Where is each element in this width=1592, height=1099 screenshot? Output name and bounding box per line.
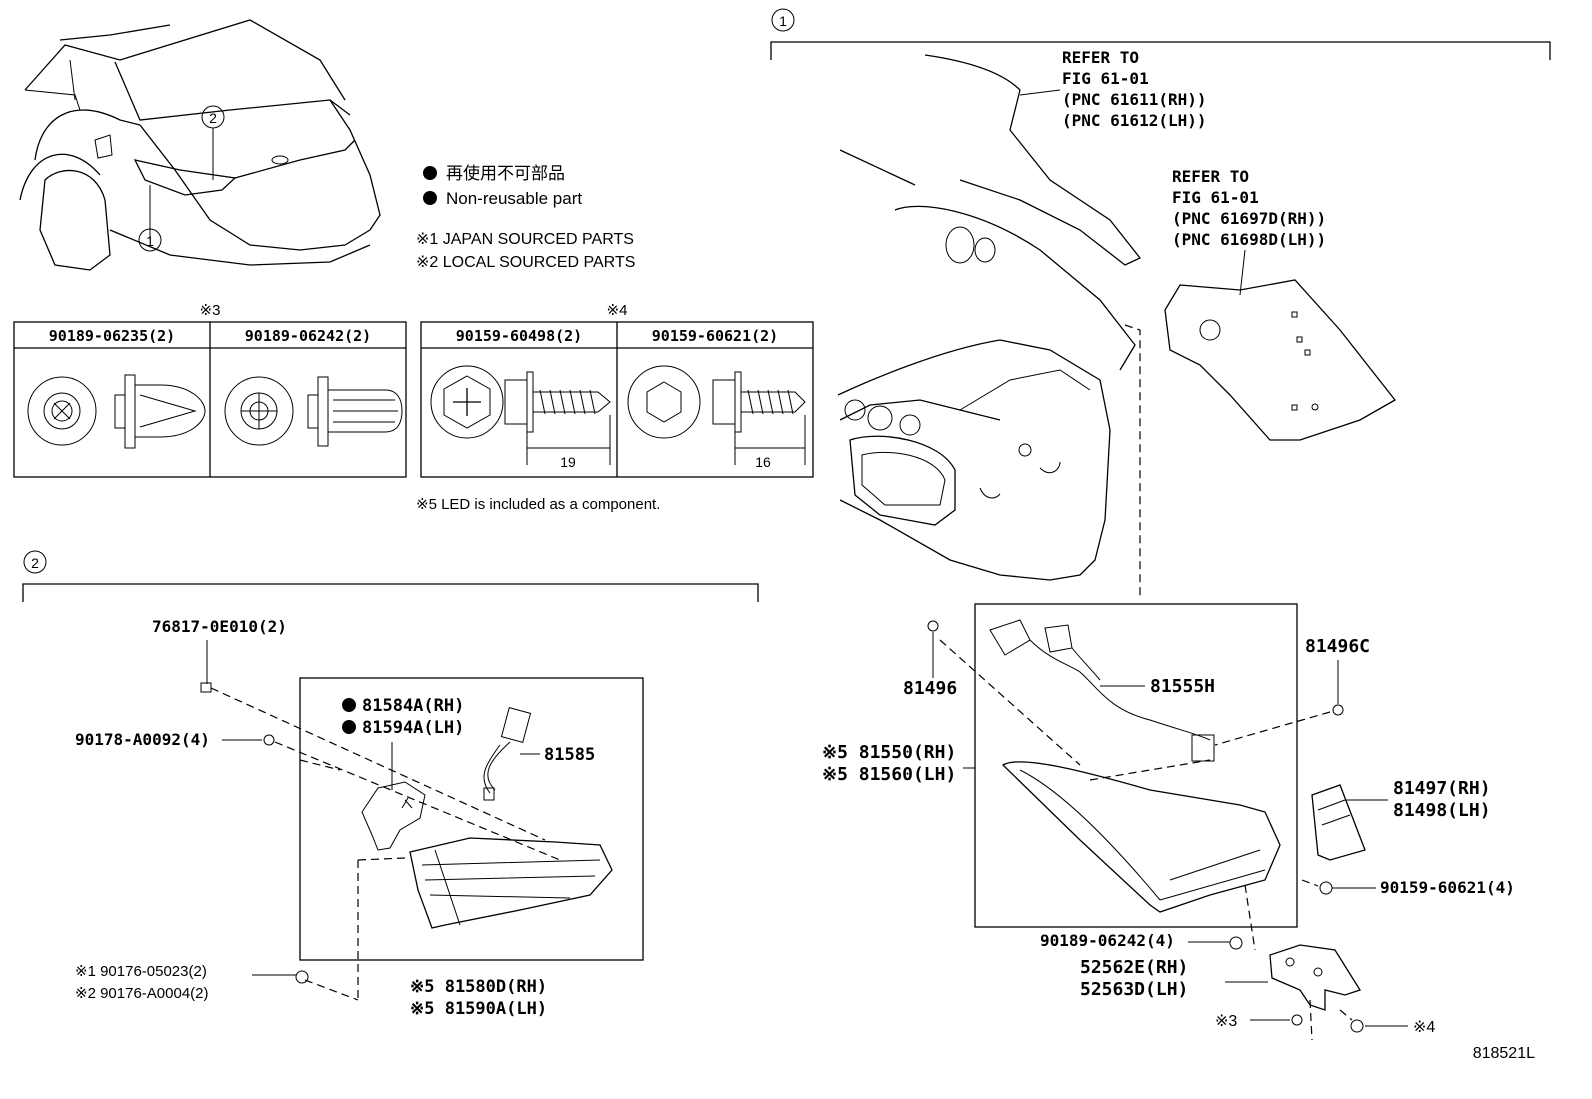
- label-81560: ※5 81560(LH): [822, 764, 956, 785]
- fastener-table-3: ※3 90189-06235(2) 90189-06242(2): [13, 302, 407, 478]
- socket-icon: [361, 781, 426, 851]
- label-81550: ※5 81550(RH): [822, 742, 956, 763]
- bullet-icon: [423, 191, 437, 205]
- label-90178: 90178-A0092(4): [75, 730, 210, 749]
- label-90176-05023: ※1 90176-05023(2): [75, 963, 207, 980]
- car-rear-view: [19, 19, 381, 271]
- label-52562e: 52562E(RH): [1080, 957, 1188, 978]
- quarter-panel: [924, 54, 1142, 266]
- screw-a-part: 90159-60498(2): [456, 327, 582, 345]
- bracket-icon: [1311, 784, 1366, 861]
- ref2-line1: REFER TO: [1172, 167, 1249, 186]
- ref1-line4: (PNC 61612(LH)): [1062, 111, 1207, 130]
- figure-id: 818521L: [1473, 1045, 1535, 1062]
- ref1-line3: (PNC 61611(RH)): [1062, 90, 1207, 109]
- retainer-icon: [1269, 944, 1361, 1011]
- group3-mark: ※3: [200, 302, 221, 319]
- section-2-callout: 2: [31, 555, 39, 571]
- note-1: ※1 JAPAN SOURCED PARTS: [416, 231, 634, 248]
- note-2: ※2 LOCAL SOURCED PARTS: [416, 254, 635, 271]
- non-reusable-bullet: [342, 720, 356, 734]
- bulb-socket-icon: [989, 619, 1031, 656]
- legend-ja: 再使用不可部品: [446, 163, 565, 183]
- ref2-line2: FIG 61-01: [1172, 188, 1259, 207]
- callout-1-car: 1: [146, 233, 154, 249]
- ref2-line4: (PNC 61698D(LH)): [1172, 230, 1326, 249]
- section-2: 2 76817-0E010(2) 90178-A0092(4) 81584A(R…: [22, 550, 759, 1019]
- section-1: 1 REFER TO FIG 61-01 (PNC 61611(RH)) (PN…: [770, 8, 1551, 1041]
- callout-2-car: 2: [209, 110, 217, 126]
- label-90189: 90189-06242(4): [1040, 931, 1175, 950]
- label-90159: 90159-60621(4): [1380, 878, 1515, 897]
- label-76817: 76817-0E010(2): [152, 617, 287, 636]
- label-81496c: 81496C: [1305, 636, 1370, 657]
- clip-a-part: 90189-06235(2): [49, 327, 175, 345]
- label-81590a: ※5 81590A(LH): [410, 999, 547, 1019]
- label-81584a: 81584A(RH): [362, 696, 464, 716]
- section-1-callout: 1: [779, 13, 787, 29]
- legend: 再使用不可部品 Non-reusable part ※1 JAPAN SOURC…: [416, 163, 660, 513]
- lamp-icon: [409, 837, 613, 929]
- ref2-line3: (PNC 61697D(RH)): [1172, 209, 1326, 228]
- fastener-table-4: ※4 90159-60498(2) 90159-60621(2) 19 16: [420, 302, 814, 478]
- label-81498: 81498(LH): [1393, 800, 1491, 821]
- bullet-icon: [423, 166, 437, 180]
- note-5: ※5 LED is included as a component.: [416, 496, 660, 513]
- group4-mark: ※4: [607, 302, 628, 319]
- connector-icon: [1191, 734, 1215, 762]
- label-90176-a0004: ※2 90176-A0004(2): [75, 985, 209, 1002]
- reinforcement-panel: [1164, 279, 1396, 441]
- screw-b-part: 90159-60621(2): [652, 327, 778, 345]
- label-81580d: ※5 81580D(RH): [410, 977, 547, 997]
- label-81594a: 81594A(LH): [362, 718, 464, 738]
- label-81496: 81496: [903, 678, 957, 699]
- ref1-line1: REFER TO: [1062, 48, 1139, 67]
- ref1-line2: FIG 61-01: [1062, 69, 1149, 88]
- mark-4: ※4: [1413, 1019, 1435, 1036]
- legend-en: Non-reusable part: [446, 189, 582, 208]
- clip-b-part: 90189-06242(2): [245, 327, 371, 345]
- tail-lamp-icon: [1001, 761, 1281, 913]
- non-reusable-bullet: [342, 698, 356, 712]
- label-81585: 81585: [544, 745, 595, 765]
- mark-3: ※3: [1215, 1013, 1237, 1030]
- label-81497: 81497(RH): [1393, 778, 1491, 799]
- connector-icon: [500, 707, 532, 743]
- car-callouts: 1 2: [138, 105, 225, 252]
- screw-a-length: 19: [560, 454, 576, 470]
- label-81555h: 81555H: [1150, 676, 1215, 697]
- screw-b-length: 16: [755, 454, 771, 470]
- label-52563d: 52563D(LH): [1080, 979, 1188, 1000]
